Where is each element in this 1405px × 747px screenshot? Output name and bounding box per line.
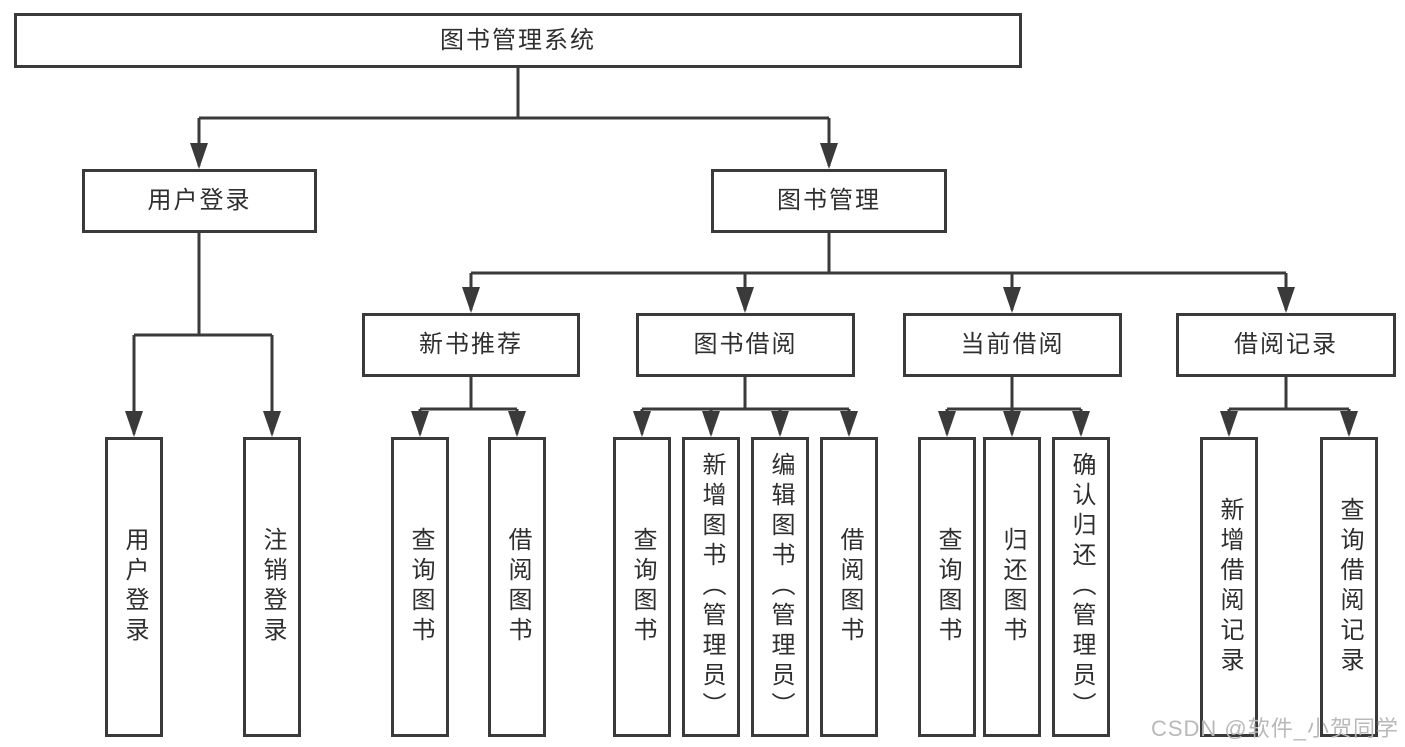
leaf-add-borrow-record: 新增借阅记录: [1200, 437, 1258, 737]
node-user-login: 用户登录: [82, 169, 317, 233]
leaf-user-login: 用户登录: [105, 437, 163, 737]
node-new-book-recommendation: 新书推荐: [362, 313, 580, 377]
leaf-query-books-recommend: 查询图书: [391, 437, 449, 737]
leaf-query-books-borrow: 查询图书: [613, 437, 671, 737]
leaf-query-borrow-record: 查询借阅记录: [1320, 437, 1378, 737]
leaf-logout: 注销登录: [243, 437, 301, 737]
leaf-query-books-current: 查询图书: [918, 437, 976, 737]
leaf-add-books-admin: 新增图书（管理员）: [682, 437, 740, 737]
leaf-borrow-books: 借阅图书: [820, 437, 878, 737]
leaf-confirm-return-admin: 确认归还（管理员）: [1052, 437, 1110, 737]
node-borrowing-records: 借阅记录: [1176, 313, 1396, 377]
leaf-borrow-books-recommend: 借阅图书: [488, 437, 546, 737]
csdn-watermark: CSDN @软件_小贺同学: [1150, 716, 1399, 741]
node-library-management-system: 图书管理系统: [14, 13, 1022, 68]
arrowhead-icons: [125, 143, 1358, 437]
leaf-edit-books-admin: 编辑图书（管理员）: [751, 437, 809, 737]
node-book-management: 图书管理: [711, 169, 947, 233]
leaf-return-books: 归还图书: [983, 437, 1041, 737]
node-current-borrowing: 当前借阅: [903, 313, 1122, 377]
node-book-borrowing: 图书借阅: [636, 313, 855, 377]
